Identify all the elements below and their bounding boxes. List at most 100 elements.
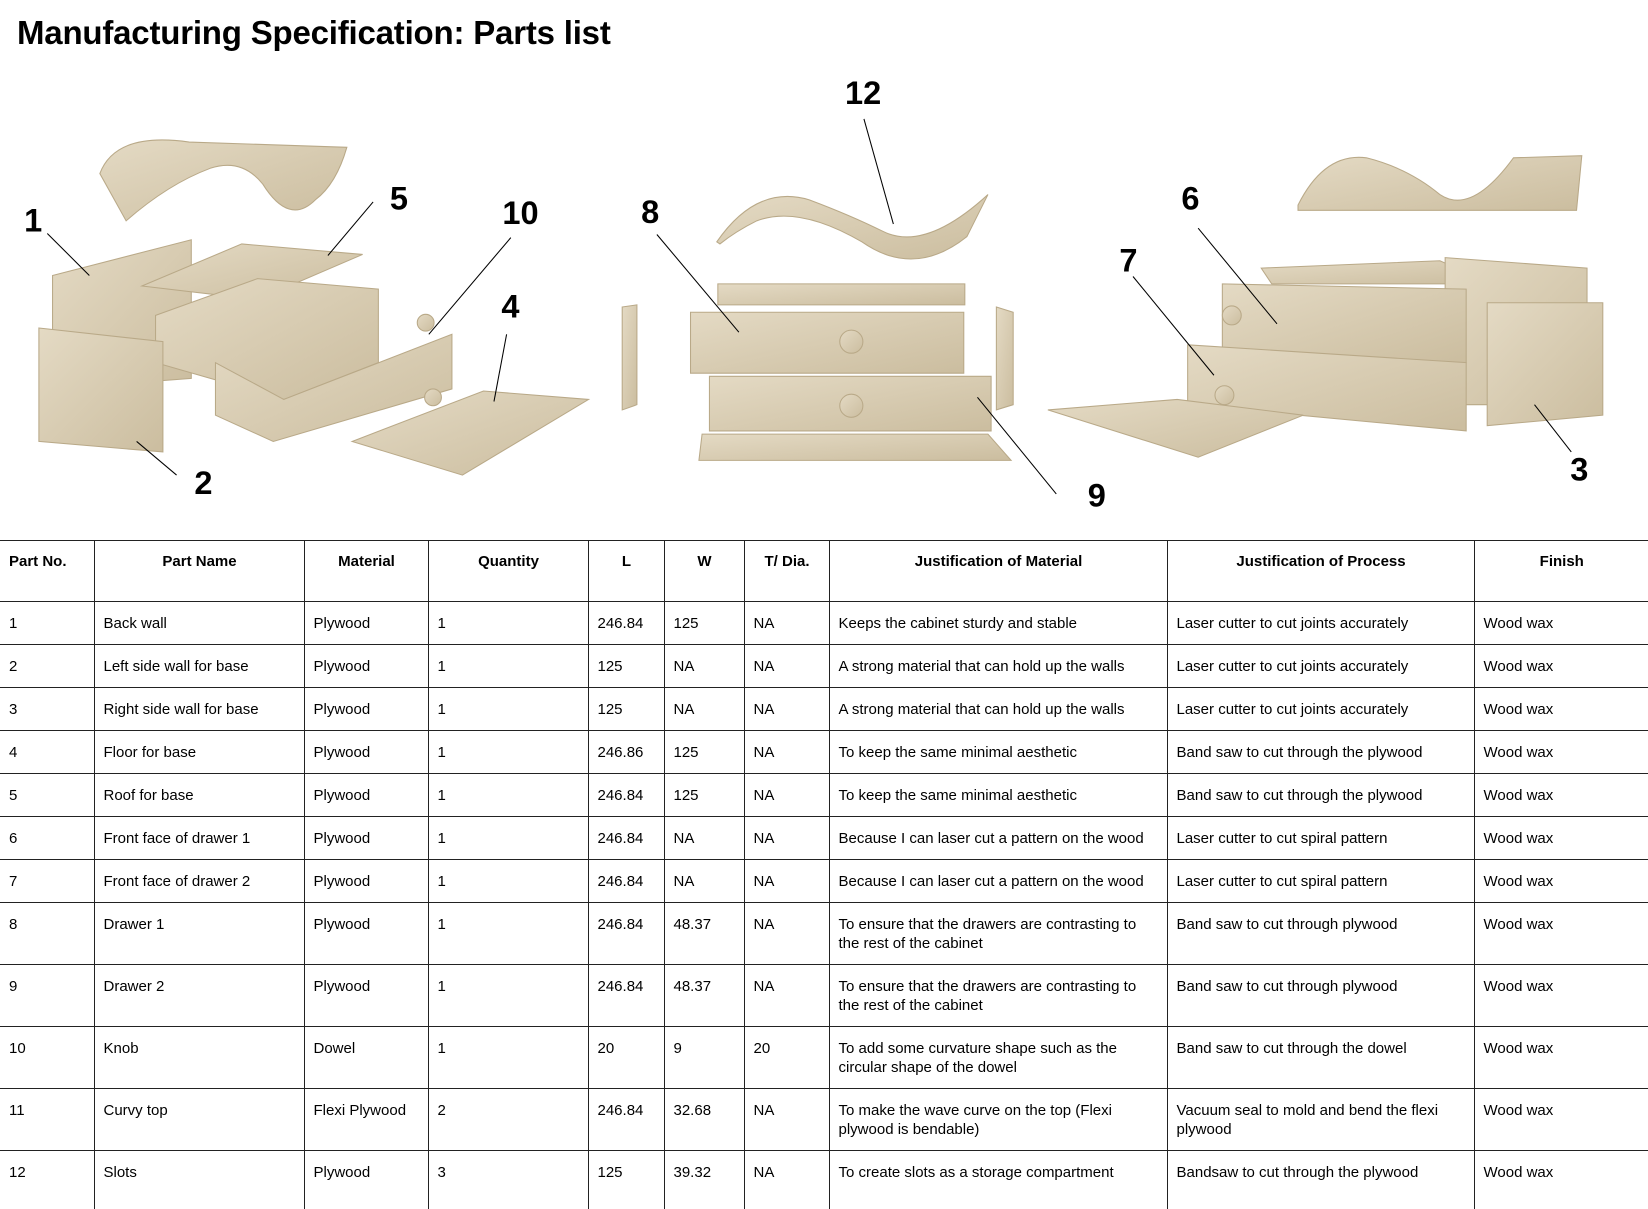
cell-thickness: NA <box>744 731 829 774</box>
cell-material: Dowel <box>304 1027 428 1089</box>
cell-material: Plywood <box>304 645 428 688</box>
callout-10: 10 <box>502 195 538 231</box>
cell-material: Plywood <box>304 774 428 817</box>
header-material: Material <box>304 541 428 602</box>
cell-justification-process: Laser cutter to cut joints accurately <box>1167 645 1474 688</box>
cell-justification-process: Band saw to cut through the dowel <box>1167 1027 1474 1089</box>
cell-justification-material: To ensure that the drawers are contrasti… <box>829 965 1167 1027</box>
cell-part-name: Right side wall for base <box>94 688 304 731</box>
cell-width: 125 <box>664 774 744 817</box>
cell-length: 125 <box>588 645 664 688</box>
cell-width: NA <box>664 645 744 688</box>
cell-width: 32.68 <box>664 1089 744 1151</box>
cell-thickness: NA <box>744 860 829 903</box>
cell-part-no: 10 <box>0 1027 94 1089</box>
header-width: W <box>664 541 744 602</box>
cell-thickness: NA <box>744 688 829 731</box>
callout-4: 4 <box>501 288 519 324</box>
cell-finish: Wood wax <box>1474 817 1648 860</box>
cell-material: Plywood <box>304 965 428 1027</box>
cell-part-no: 1 <box>0 602 94 645</box>
cell-justification-material: To add some curvature shape such as the … <box>829 1027 1167 1089</box>
cell-material: Plywood <box>304 602 428 645</box>
cell-length: 20 <box>588 1027 664 1089</box>
cell-finish: Wood wax <box>1474 903 1648 965</box>
view-center <box>622 195 1013 461</box>
callout-9: 9 <box>1088 478 1106 514</box>
cell-justification-material: Because I can laser cut a pattern on the… <box>829 860 1167 903</box>
header-thickness-diameter: T/ Dia. <box>744 541 829 602</box>
cell-justification-material: To make the wave curve on the top (Flexi… <box>829 1089 1167 1151</box>
cell-material: Plywood <box>304 817 428 860</box>
cell-quantity: 1 <box>428 1027 588 1089</box>
cell-width: NA <box>664 860 744 903</box>
exploded-view-drawings: 1 2 3 4 5 6 7 8 9 10 12 <box>0 58 1648 536</box>
page-title: Manufacturing Specification: Parts list <box>17 14 611 52</box>
cell-length: 125 <box>588 1151 664 1209</box>
cell-quantity: 1 <box>428 731 588 774</box>
cell-part-no: 2 <box>0 645 94 688</box>
cell-width: 39.32 <box>664 1151 744 1209</box>
cell-justification-process: Band saw to cut through the plywood <box>1167 774 1474 817</box>
callout-8: 8 <box>641 194 659 230</box>
header-justification-process: Justification of Process <box>1167 541 1474 602</box>
cell-quantity: 1 <box>428 817 588 860</box>
cell-length: 246.84 <box>588 817 664 860</box>
cell-justification-material: To create slots as a storage compartment <box>829 1151 1167 1209</box>
cell-thickness: NA <box>744 1089 829 1151</box>
header-quantity: Quantity <box>428 541 588 602</box>
cell-quantity: 1 <box>428 602 588 645</box>
cell-width: NA <box>664 817 744 860</box>
cell-length: 246.84 <box>588 903 664 965</box>
cell-part-name: Left side wall for base <box>94 645 304 688</box>
cell-length: 246.84 <box>588 965 664 1027</box>
cell-justification-material: To keep the same minimal aesthetic <box>829 774 1167 817</box>
cell-part-name: Back wall <box>94 602 304 645</box>
cell-thickness: 20 <box>744 1027 829 1089</box>
cell-quantity: 1 <box>428 645 588 688</box>
cell-justification-process: Laser cutter to cut joints accurately <box>1167 602 1474 645</box>
cell-part-no: 7 <box>0 860 94 903</box>
cell-justification-process: Band saw to cut through the plywood <box>1167 731 1474 774</box>
cell-part-name: Front face of drawer 1 <box>94 817 304 860</box>
cell-quantity: 2 <box>428 1089 588 1151</box>
cell-part-name: Front face of drawer 2 <box>94 860 304 903</box>
cell-finish: Wood wax <box>1474 1027 1648 1089</box>
cell-justification-material: To ensure that the drawers are contrasti… <box>829 903 1167 965</box>
cell-quantity: 3 <box>428 1151 588 1209</box>
cell-thickness: NA <box>744 817 829 860</box>
cell-material: Plywood <box>304 860 428 903</box>
cell-material: Plywood <box>304 731 428 774</box>
cell-part-no: 3 <box>0 688 94 731</box>
header-part-no: Part No. <box>0 541 94 602</box>
exploded-view-figure: 1 2 3 4 5 6 7 8 9 10 12 <box>0 58 1648 536</box>
cell-justification-material: Keeps the cabinet sturdy and stable <box>829 602 1167 645</box>
cell-width: 48.37 <box>664 903 744 965</box>
cell-justification-material: Because I can laser cut a pattern on the… <box>829 817 1167 860</box>
cell-material: Plywood <box>304 1151 428 1209</box>
cell-quantity: 1 <box>428 903 588 965</box>
callout-3: 3 <box>1570 451 1588 487</box>
callout-7: 7 <box>1119 242 1137 278</box>
cell-finish: Wood wax <box>1474 1089 1648 1151</box>
cell-width: NA <box>664 688 744 731</box>
cell-width: 125 <box>664 602 744 645</box>
cell-justification-process: Laser cutter to cut spiral pattern <box>1167 817 1474 860</box>
cell-part-name: Curvy top <box>94 1089 304 1151</box>
cell-justification-process: Laser cutter to cut spiral pattern <box>1167 860 1474 903</box>
callout-2: 2 <box>194 465 212 501</box>
cell-part-no: 9 <box>0 965 94 1027</box>
cell-thickness: NA <box>744 774 829 817</box>
header-part-name: Part Name <box>94 541 304 602</box>
cell-finish: Wood wax <box>1474 645 1648 688</box>
header-length: L <box>588 541 664 602</box>
cell-length: 125 <box>588 688 664 731</box>
cell-length: 246.84 <box>588 860 664 903</box>
